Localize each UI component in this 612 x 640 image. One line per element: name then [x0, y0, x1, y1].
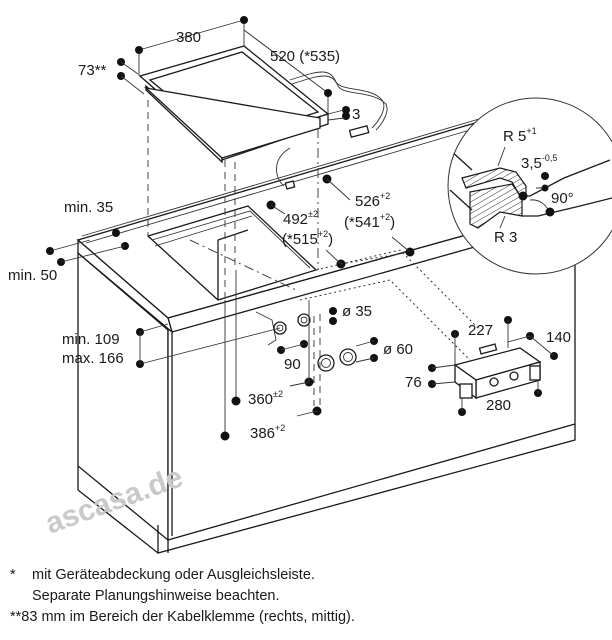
footnote-text: 83 mm im Bereich der Kabelklemme (rechts…	[21, 609, 355, 625]
dim-cutout-526: 526+2	[355, 191, 390, 210]
connection-box	[453, 343, 542, 400]
footnotes: * mit Geräteabdeckung oder Ausgleichsleis…	[10, 565, 610, 628]
dim-box-280: 280	[486, 397, 511, 414]
opening-60-left	[317, 354, 335, 372]
footnote-1: * mit Geräteabdeckung oder Ausgleichsleis…	[10, 565, 610, 586]
footnote-3: **83 mm im Bereich der Kabelklemme (rech…	[10, 607, 610, 628]
detail-magnifier	[447, 97, 612, 275]
footnote-marker: *	[10, 567, 16, 583]
dim-dist-90: 90	[284, 356, 301, 373]
dim-min-35: min. 35	[64, 199, 113, 216]
detail-depth-3-5: 3,5-0,5	[521, 153, 557, 172]
dim-max-166: max. 166	[62, 350, 124, 367]
dim-width-380: 380	[176, 29, 201, 46]
hob-appliance	[138, 45, 388, 300]
dim-rim-3: 3	[352, 106, 360, 123]
cabinet	[77, 215, 576, 554]
dim-depth-520: 520 (*535)	[270, 48, 340, 65]
opening-35-right	[297, 313, 311, 327]
footnote-2: Separate Planungshinweise beachten.	[10, 586, 610, 607]
dim-cutout-492: 492±2	[283, 209, 318, 228]
dim-dia-60: ø 60	[383, 341, 413, 358]
detail-angle-90: 90°	[551, 190, 574, 207]
hob-cable	[289, 71, 385, 129]
detail-radius-5: R 5+1	[503, 126, 537, 145]
installation-drawing: 380 520 (*535) 73** 3 526+2 (*541+2) 492…	[8, 16, 612, 554]
opening-60-right	[339, 348, 357, 366]
footnote-text: mit Geräteabdeckung oder Ausgleichsleist…	[32, 567, 315, 583]
dimension-lines	[46, 16, 558, 441]
dim-dia-35: ø 35	[342, 303, 372, 320]
dim-height-73: 73**	[78, 62, 107, 79]
dim-dist-360: 360±2	[248, 389, 283, 408]
worktop-side-edge	[77, 238, 174, 334]
dim-min-50: min. 50	[8, 267, 57, 284]
dim-dist-386: 386+2	[250, 423, 285, 442]
cable-clamp-connector	[348, 124, 370, 138]
dim-box-140: 140	[546, 329, 571, 346]
footnote-marker: **	[10, 609, 22, 625]
dim-box-76: 76	[405, 374, 422, 391]
dim-cutout-515: (*515+2)	[282, 229, 333, 248]
detail-radius-3: R 3	[494, 229, 517, 246]
dim-min-109: min. 109	[62, 331, 120, 348]
dimension-labels: 380 520 (*535) 73** 3 526+2 (*541+2) 492…	[8, 29, 574, 442]
pipe-openings	[255, 311, 357, 410]
dim-box-227: 227	[468, 322, 493, 339]
dim-cutout-541: (*541+2)	[344, 212, 395, 231]
footnote-text: Separate Planungshinweise beachten.	[32, 588, 280, 604]
